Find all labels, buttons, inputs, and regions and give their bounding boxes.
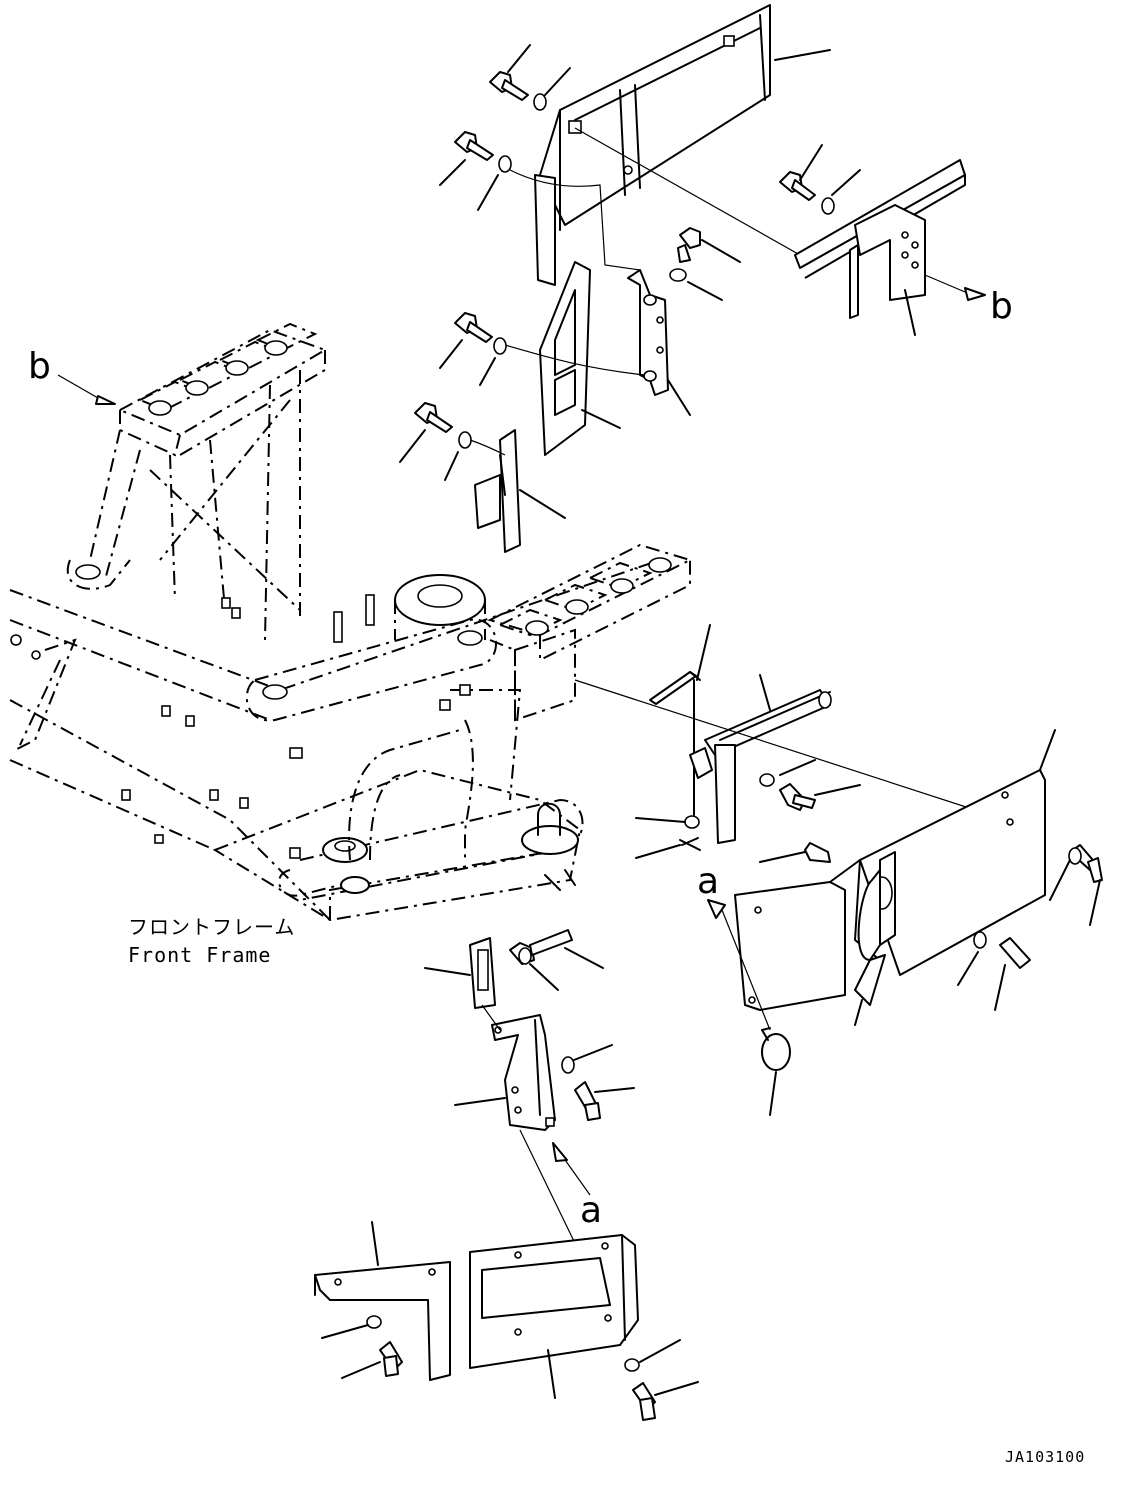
upper-guard-plate [534,4,771,286]
upper-rail-bracket [779,144,966,336]
hinge-bracket [627,227,741,416]
frame-label-en: Front Frame [128,943,271,967]
frame-label-jp: フロントフレーム [128,915,295,939]
bottom-cover-plate [469,1234,699,1421]
callout-b-left: b [28,346,51,387]
door-linkage [635,624,861,859]
door-front-panel [734,859,861,1116]
bolt-set-upper [439,44,571,211]
front-frame [9,322,693,922]
callout-a-lower: a [580,1190,602,1231]
door-panel [759,729,1103,1026]
middle-plate [439,261,646,456]
bottom-l-bracket [314,1221,451,1381]
lower-bracket [424,929,635,1306]
drawing-code: JA103100 [1005,1448,1085,1466]
callout-b-upper: b [990,286,1013,327]
callout-a-right: a [697,861,719,902]
vertical-strip [399,402,566,553]
